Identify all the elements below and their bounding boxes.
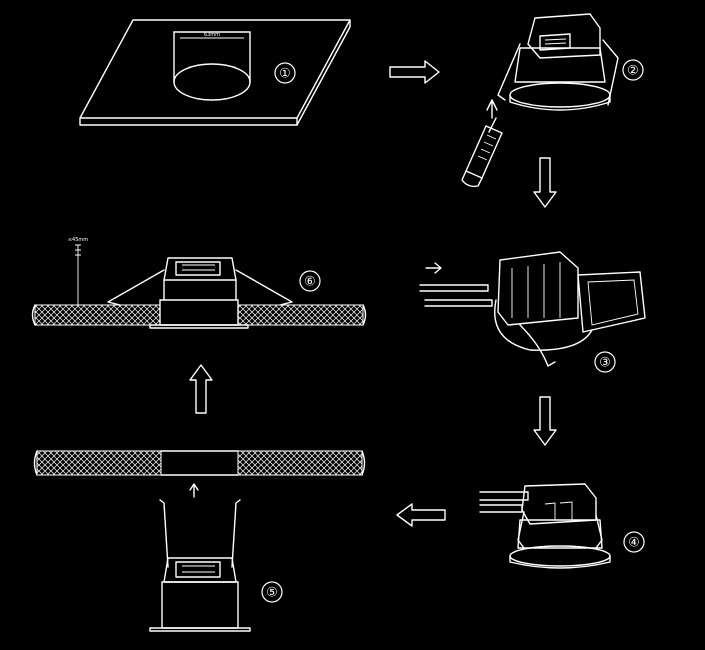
step-5-number: ⑤ — [266, 586, 278, 601]
step-2-downlight-screwdriver: ② — [461, 13, 644, 188]
arrow-left-icon — [396, 503, 446, 527]
arrow-up-icon — [189, 364, 213, 414]
step-1-ceiling-cutout: 63mm ① — [79, 19, 351, 126]
step-4-number: ④ — [628, 536, 640, 551]
cutout-dimension-label: 63mm — [204, 32, 220, 38]
step-5-insert-light: ⑤ — [33, 450, 366, 632]
step-1-number: ① — [279, 67, 291, 82]
step-3-wiring: ③ — [419, 251, 646, 373]
step-4-closed-box: ④ — [479, 483, 645, 569]
arrow-right-icon — [389, 60, 440, 84]
step-3-number: ③ — [599, 356, 611, 371]
step-2-number: ② — [627, 64, 639, 79]
step-6-installed-ceiling: ≤45mm ⑥ — [31, 237, 367, 329]
arrow-down-icon — [533, 157, 557, 208]
ceiling-depth-label: ≤45mm — [68, 237, 88, 243]
step-6-number: ⑥ — [304, 275, 316, 290]
arrow-down-icon-2 — [533, 396, 557, 446]
